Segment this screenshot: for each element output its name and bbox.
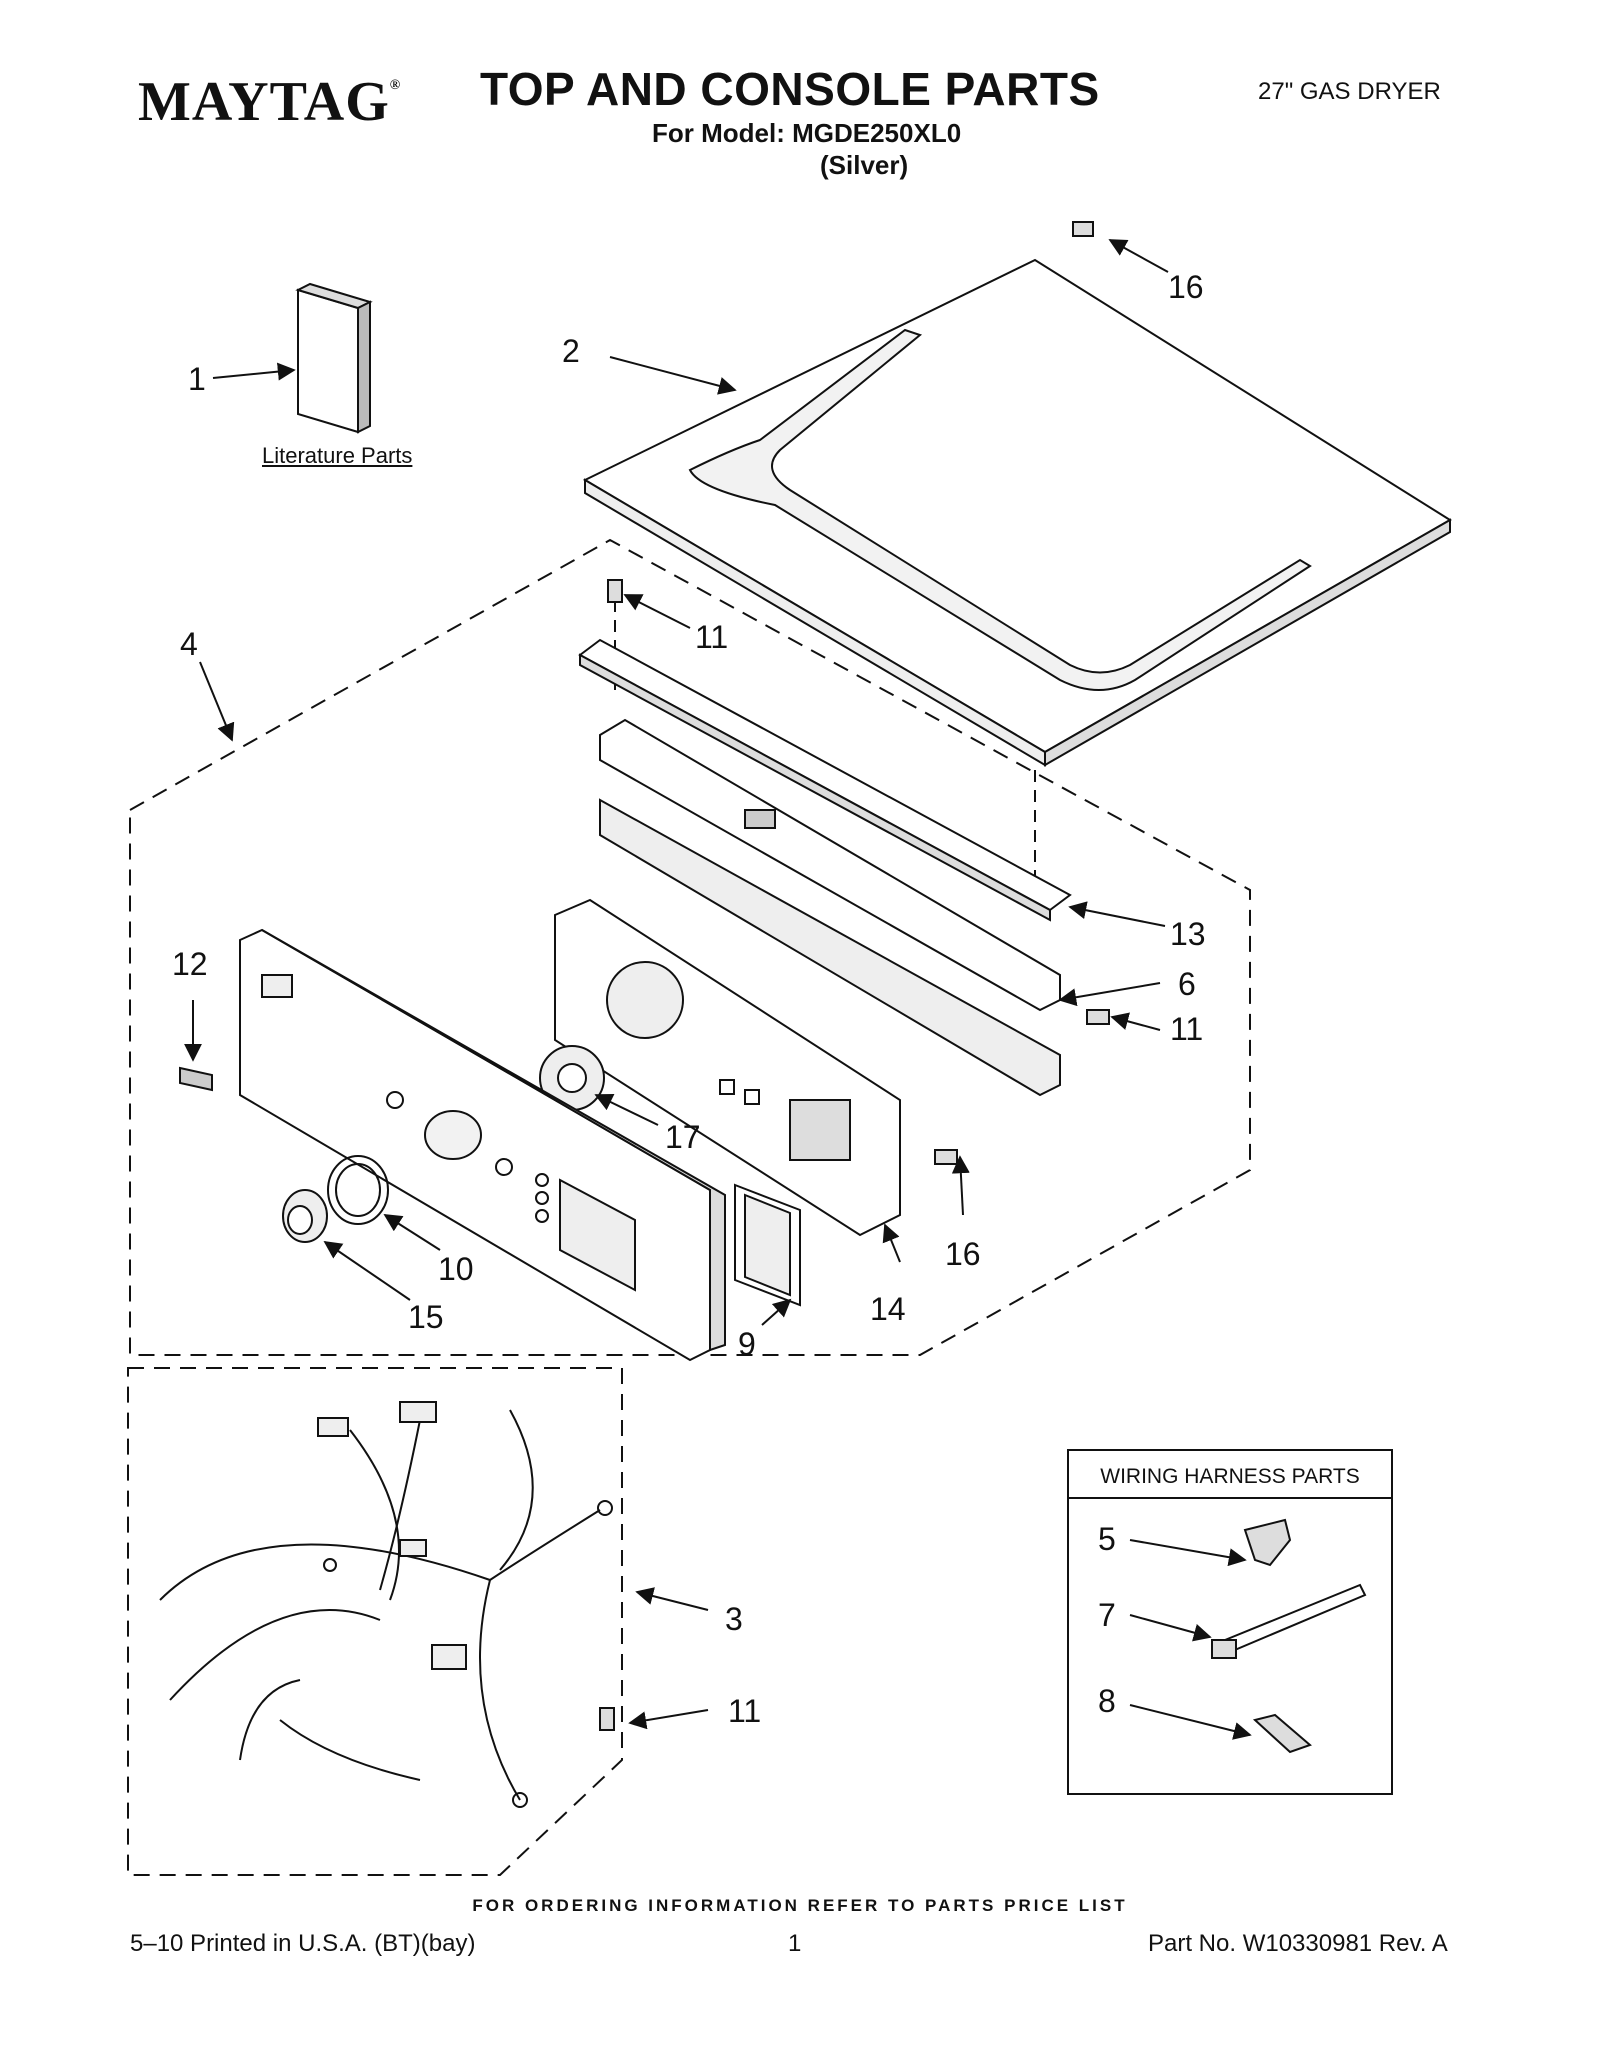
- knob-part: [282, 1189, 328, 1243]
- top-panel-part: [582, 258, 1452, 767]
- callout-15: 15: [408, 1299, 444, 1335]
- control-board-part: [554, 898, 901, 1237]
- terminal-part: [1252, 1713, 1312, 1754]
- console-panel-part: [239, 928, 726, 1362]
- part-number: Part No. W10330981 Rev. A: [1148, 1930, 1448, 1957]
- callout-10: 10: [438, 1251, 474, 1287]
- screw-icon: [599, 221, 1110, 1731]
- callout-11-right: 11: [1170, 1011, 1203, 1047]
- literature-booklet-icon: [295, 282, 373, 434]
- console-bracket-part: [578, 638, 1072, 922]
- display-lens-part: [734, 1183, 801, 1307]
- callout-11-top: 11: [695, 619, 728, 655]
- model-line: For Model: MGDE250XL0: [652, 118, 962, 148]
- console-support-part: [599, 718, 1061, 1097]
- cable-tie-part: [1211, 1583, 1367, 1659]
- encoder-ring-part: [539, 1045, 605, 1111]
- wire-clip-part: [1243, 1518, 1292, 1567]
- callout-6: 6: [1178, 966, 1196, 1002]
- page-title: TOP AND CONSOLE PARTS: [480, 63, 1100, 115]
- callout-16-top: 16: [1168, 269, 1204, 305]
- callout-16-bottom: 16: [945, 1236, 981, 1272]
- color-line: (Silver): [820, 150, 909, 180]
- callout-17: 17: [665, 1119, 701, 1155]
- leader-arrows: [184, 239, 1252, 1740]
- literature-parts-label: Literature Parts: [262, 443, 413, 468]
- registered-mark: ®: [389, 78, 402, 93]
- wiring-box-title: WIRING HARNESS PARTS: [1100, 1465, 1359, 1488]
- callout-4: 4: [180, 626, 198, 662]
- print-info: 5–10 Printed in U.S.A. (BT)(bay): [130, 1930, 476, 1957]
- brand-text: MAYTAG: [138, 71, 390, 133]
- callout-7: 7: [1098, 1597, 1116, 1633]
- knob-ring-part: [327, 1155, 389, 1225]
- wiring-harness-outline: [127, 1367, 623, 1876]
- maytag-badge-part: [179, 1066, 213, 1092]
- callout-5: 5: [1098, 1521, 1116, 1557]
- callout-3: 3: [725, 1601, 743, 1637]
- wiring-harness-parts-box: [1067, 1449, 1393, 1795]
- callout-12: 12: [172, 946, 208, 982]
- console-assembly-outline: [129, 538, 1251, 1356]
- callout-13: 13: [1170, 916, 1206, 952]
- product-type: 27" GAS DRYER: [1258, 78, 1441, 105]
- callout-2: 2: [562, 333, 580, 369]
- maytag-logo: MAYTAG®: [138, 70, 401, 134]
- wiring-harness-part: [159, 1401, 613, 1808]
- ordering-note: FOR ORDERING INFORMATION REFER TO PARTS …: [472, 1896, 1128, 1915]
- callout-1: 1: [188, 361, 206, 397]
- page-number: 1: [788, 1930, 802, 1957]
- callout-9: 9: [738, 1326, 756, 1362]
- callout-11-bottom: 11: [728, 1693, 761, 1729]
- callout-8: 8: [1098, 1683, 1116, 1719]
- callout-14: 14: [870, 1291, 906, 1327]
